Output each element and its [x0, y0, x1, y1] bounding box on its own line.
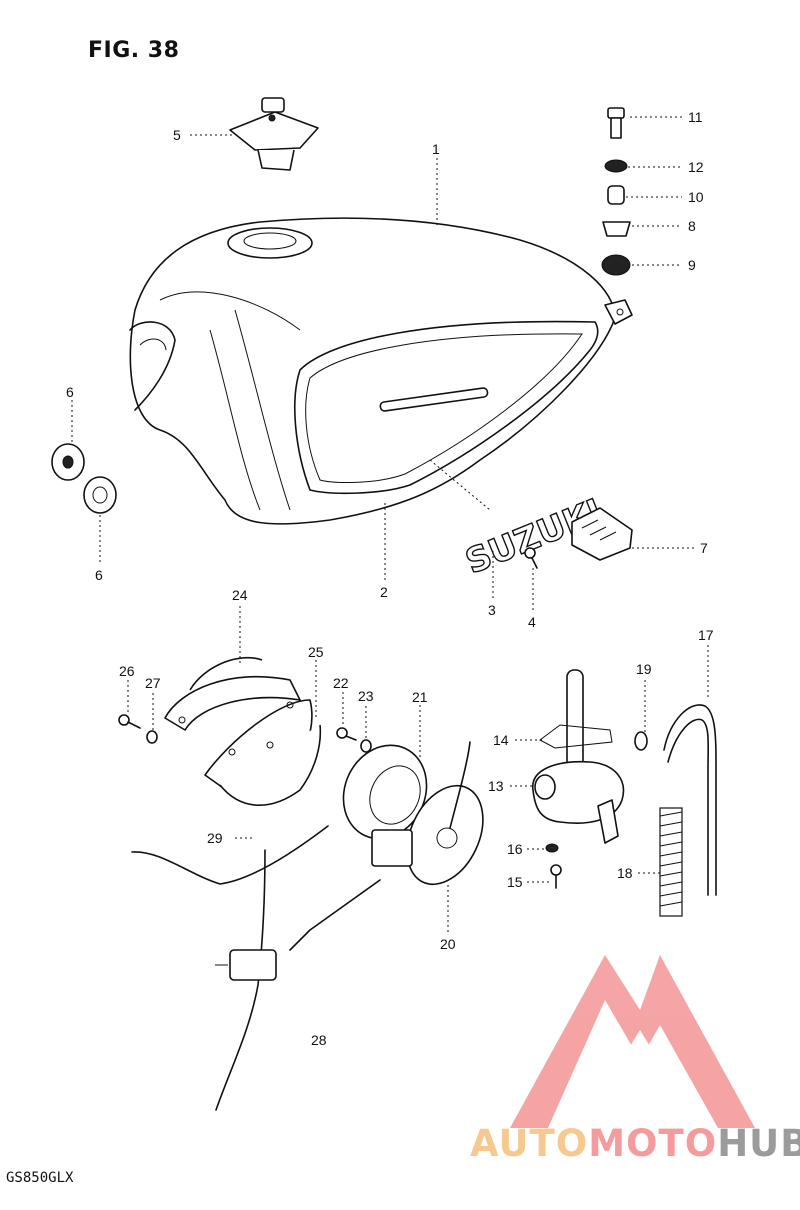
- callout-1: 1: [432, 141, 440, 157]
- callout-20: 20: [440, 936, 456, 952]
- watermark-hub: HUB: [717, 1122, 800, 1165]
- callout-17: 17: [698, 627, 714, 643]
- gauge-plate: [164, 656, 322, 806]
- emblem-screw: [524, 547, 538, 569]
- callout-16: 16: [507, 841, 523, 857]
- callout-29: 29: [207, 830, 223, 846]
- callout-2: 2: [380, 584, 388, 600]
- small-fasteners: [118, 714, 372, 753]
- callout-9: 9: [688, 257, 696, 273]
- harness-and-hose: [131, 825, 329, 1111]
- callout-25: 25: [308, 644, 324, 660]
- fuel-hose: [663, 704, 717, 896]
- wiring-block: [571, 507, 633, 561]
- callout-6-bottom: 6: [95, 567, 103, 583]
- model-code: GS850GLX: [6, 1170, 74, 1186]
- callout-5: 5: [173, 127, 181, 143]
- callout-28: 28: [311, 1032, 327, 1048]
- callout-21: 21: [412, 689, 428, 705]
- callout-11: 11: [688, 109, 703, 125]
- mount-hardware: [601, 107, 631, 276]
- callout-27: 27: [145, 675, 161, 691]
- callout-3: 3: [488, 602, 496, 618]
- watermark-text: AUTOMOTOHUB: [470, 1122, 800, 1165]
- leader-lines: [71, 116, 709, 932]
- hose-spring: [659, 807, 683, 917]
- hose-clip: [634, 731, 648, 751]
- fuel-petcock: [532, 669, 625, 889]
- callout-18: 18: [617, 865, 633, 881]
- callout-10: 10: [688, 189, 704, 205]
- callout-4: 4: [528, 614, 536, 630]
- figure-title: FIG. 38: [88, 38, 180, 63]
- fuel-cap: [229, 97, 319, 171]
- sender-gasket: [342, 744, 428, 840]
- callout-6-top: 6: [66, 384, 74, 400]
- callout-22: 22: [333, 675, 349, 691]
- callout-14: 14: [493, 732, 509, 748]
- watermark-logo: [510, 955, 755, 1128]
- callout-24: 24: [232, 587, 248, 603]
- watermark-moto: MOTO: [588, 1122, 718, 1165]
- damper-rubbers: [51, 443, 117, 514]
- callout-15: 15: [507, 874, 523, 890]
- callout-13: 13: [488, 778, 504, 794]
- watermark-auto: AUTO: [470, 1122, 589, 1165]
- callout-19: 19: [636, 661, 652, 677]
- callout-23: 23: [358, 688, 374, 704]
- fuel-tank: [129, 217, 633, 525]
- fuel-level-sender: [289, 741, 484, 951]
- callout-12: 12: [688, 159, 704, 175]
- callout-7: 7: [700, 540, 708, 556]
- callout-26: 26: [119, 663, 135, 679]
- callout-8: 8: [688, 218, 696, 234]
